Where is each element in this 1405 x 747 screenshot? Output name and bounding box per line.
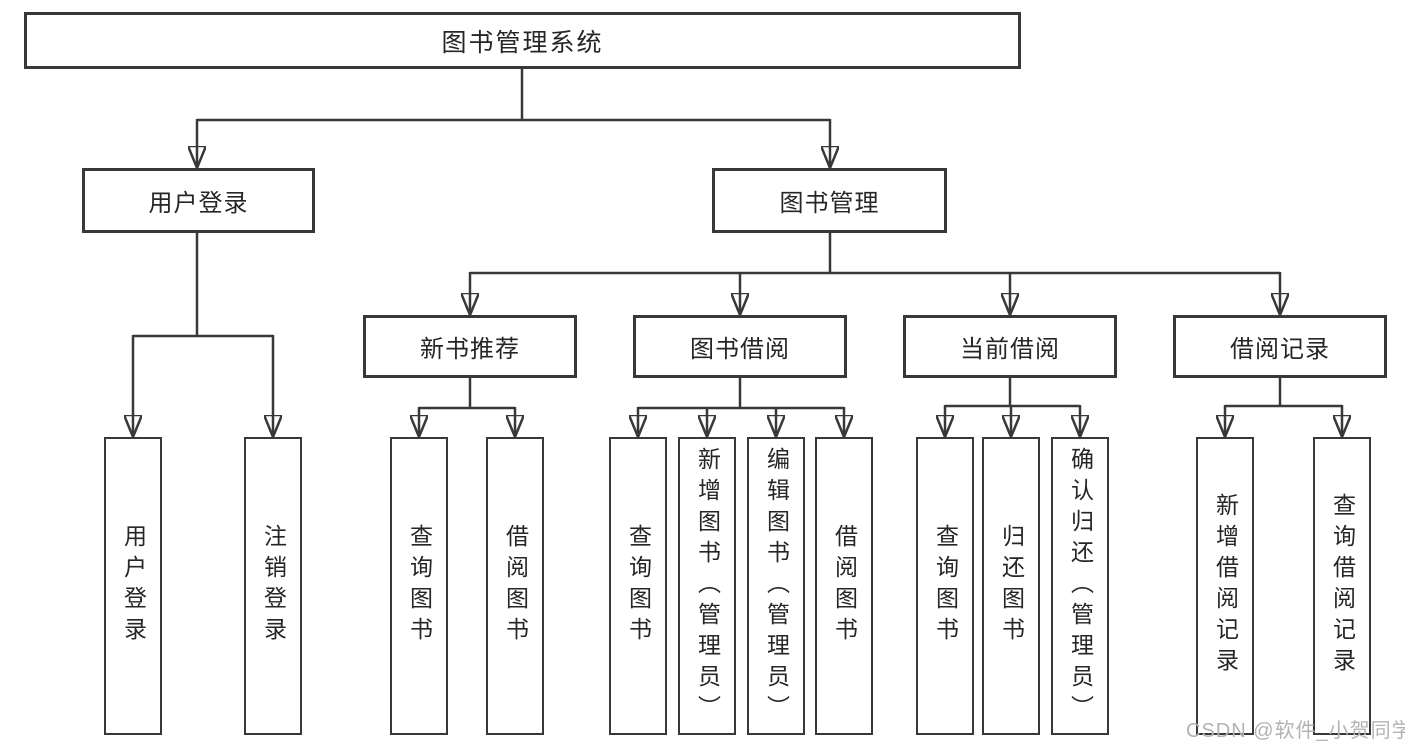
leaf-add-books-admin-label: 新增图书（管理员） [694,446,721,726]
leaf-edit-books-admin-label: 编辑图书（管理员） [763,446,790,726]
leaf-confirm-return-admin-label: 确认归还（管理员） [1067,446,1094,726]
leaf-query-books-current-label: 查询图书 [932,524,959,648]
node-root-library-system: 图书管理系统 [24,12,1021,69]
leaf-return-books-label: 归还图书 [998,524,1025,648]
leaf-add-borrow-record: 新增借阅记录 [1196,437,1254,735]
leaf-borrow-books-borrow: 借阅图书 [815,437,873,735]
connector-root-to-level2 [197,69,830,166]
leaf-user-login-label: 用户登录 [120,524,147,648]
leaf-user-login: 用户登录 [104,437,162,735]
node-current-borrow-label: 当前借阅 [960,336,1060,363]
leaf-return-books: 归还图书 [982,437,1040,735]
connector-book-management-children [470,233,1280,313]
leaf-query-books-borrow: 查询图书 [609,437,667,735]
leaf-query-books-current: 查询图书 [916,437,974,735]
leaf-confirm-return-admin: 确认归还（管理员） [1051,437,1109,735]
leaf-query-books-recommend-label: 查询图书 [406,524,433,648]
connector-book-borrow-children [638,378,844,435]
leaf-query-books-recommend: 查询图书 [390,437,448,735]
leaf-logout-label: 注销登录 [260,524,287,648]
leaf-borrow-books-recommend-label: 借阅图书 [502,524,529,648]
node-borrow-records-label: 借阅记录 [1230,336,1330,363]
leaf-borrow-books-borrow-label: 借阅图书 [831,524,858,648]
connector-new-book-recommend-children [419,378,515,435]
csdn-watermark: CSDN @软件_小贺同学 [1186,720,1405,742]
connector-current-borrow-children [945,378,1080,435]
node-book-management: 图书管理 [712,168,947,233]
leaf-add-books-admin: 新增图书（管理员） [678,437,736,735]
node-book-management-label: 图书管理 [779,190,880,217]
leaf-query-books-borrow-label: 查询图书 [625,524,652,648]
leaf-query-borrow-record-label: 查询借阅记录 [1329,493,1356,679]
node-user-login: 用户登录 [82,168,315,233]
node-user-login-label: 用户登录 [148,190,249,217]
node-root-label: 图书管理系统 [441,28,604,57]
node-book-borrow-label: 图书借阅 [690,336,790,363]
leaf-logout: 注销登录 [244,437,302,735]
leaf-query-borrow-record: 查询借阅记录 [1313,437,1371,735]
node-new-book-recommend-label: 新书推荐 [420,336,520,363]
node-borrow-records: 借阅记录 [1173,315,1387,378]
node-new-book-recommend: 新书推荐 [363,315,577,378]
leaf-add-borrow-record-label: 新增借阅记录 [1212,493,1239,679]
node-current-borrow: 当前借阅 [903,315,1117,378]
node-book-borrow: 图书借阅 [633,315,847,378]
connector-borrow-records-children [1225,378,1342,435]
connector-user-login-children [133,233,273,435]
leaf-borrow-books-recommend: 借阅图书 [486,437,544,735]
leaf-edit-books-admin: 编辑图书（管理员） [747,437,805,735]
